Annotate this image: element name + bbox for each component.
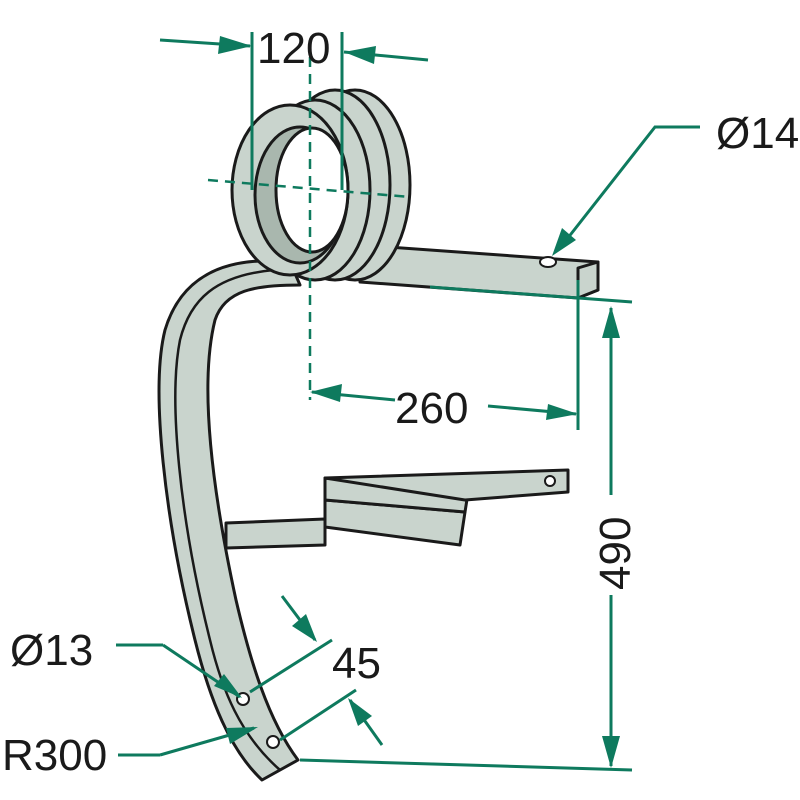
arm-length-label: 260 xyxy=(395,384,468,433)
spring-coil xyxy=(230,88,412,282)
mount-hole xyxy=(539,256,557,268)
side-view xyxy=(224,468,570,550)
height-label: 490 xyxy=(591,517,640,590)
coil-width-label: 120 xyxy=(257,24,330,73)
dimension-lines xyxy=(116,32,700,772)
radius-label: R300 xyxy=(2,731,107,780)
tine-hole-2 xyxy=(266,735,280,749)
tine-hole-label: Ø13 xyxy=(10,626,93,675)
mount-hole-label: Ø14 xyxy=(716,109,799,158)
hole-spacing-label: 45 xyxy=(332,639,381,688)
